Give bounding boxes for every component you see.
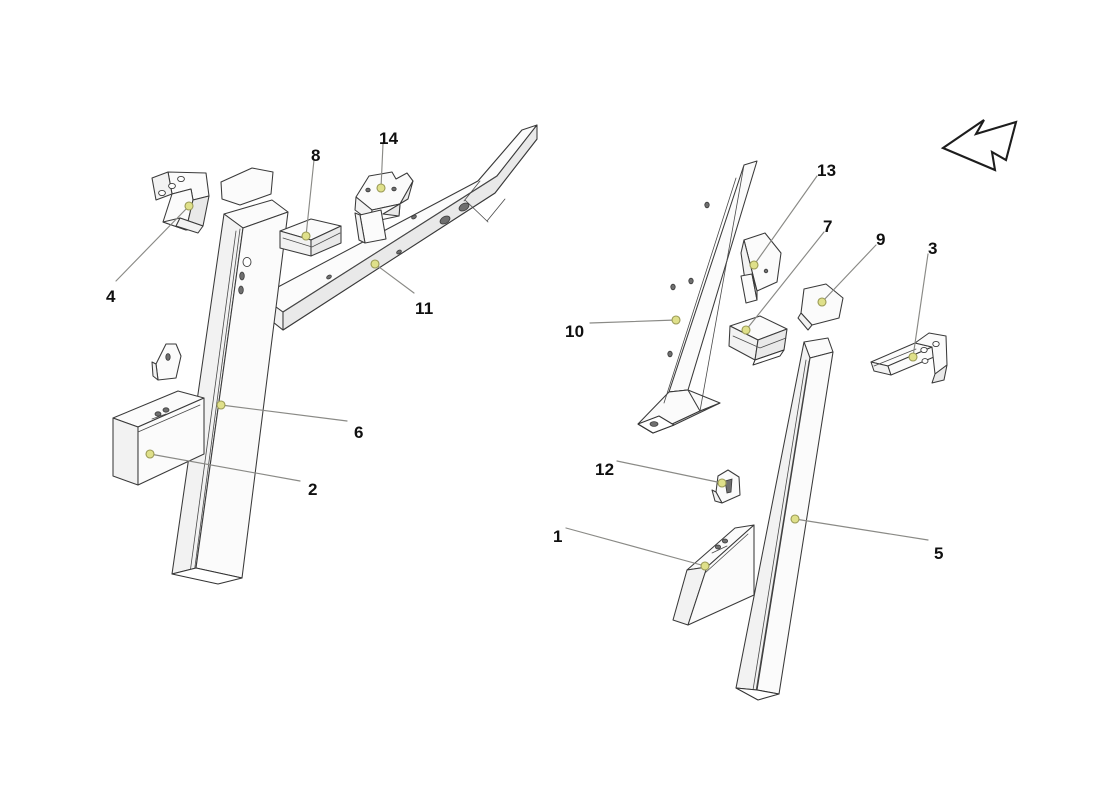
part-4-mounting-bracket-left bbox=[151, 171, 210, 234]
callout-label-13[interactable]: 13 bbox=[817, 161, 837, 180]
part-14-angle-bracket-left bbox=[354, 171, 414, 244]
leader-lines bbox=[115, 143, 929, 567]
callout-dot-5 bbox=[790, 514, 800, 524]
callout-dot-7 bbox=[741, 325, 751, 335]
part-2-reinforcement-plate-left bbox=[112, 390, 205, 486]
callout-dots bbox=[145, 183, 918, 571]
callout-label-10[interactable]: 10 bbox=[565, 322, 585, 341]
leader-11 bbox=[374, 263, 415, 294]
leader-4 bbox=[115, 205, 190, 282]
leader-2 bbox=[149, 453, 301, 482]
callout-dot-12 bbox=[717, 478, 727, 488]
part-7-box-section-spacer-right bbox=[728, 315, 788, 366]
callout-dot-14 bbox=[376, 183, 386, 193]
callout-dot-2 bbox=[145, 449, 155, 459]
callout-dot-1 bbox=[700, 561, 710, 571]
part-1-reinforcement-plate-right bbox=[672, 524, 755, 626]
part-9-cover-plate-right bbox=[797, 283, 844, 331]
callout-dot-3 bbox=[908, 352, 918, 362]
callout-label-8[interactable]: 8 bbox=[311, 146, 321, 165]
leader-13 bbox=[753, 175, 818, 266]
leader-9 bbox=[821, 244, 877, 303]
leader-10 bbox=[589, 319, 677, 324]
callout-dot-10 bbox=[671, 315, 681, 325]
callout-dot-13 bbox=[749, 260, 759, 270]
callout-label-1[interactable]: 1 bbox=[553, 527, 563, 546]
part-13-angle-bracket-right bbox=[740, 232, 782, 304]
callout-label-9[interactable]: 9 bbox=[876, 230, 886, 249]
callout-label-2[interactable]: 2 bbox=[308, 480, 318, 499]
flat-plate-left-unlabelled bbox=[220, 167, 274, 206]
callout-dot-4 bbox=[184, 201, 194, 211]
part-6-side-sill-left bbox=[171, 199, 289, 585]
small-clip-left-unlabelled bbox=[151, 343, 182, 381]
leader-1 bbox=[565, 527, 706, 567]
part-11-longitudinal-member-left bbox=[257, 124, 538, 331]
leader-7 bbox=[745, 231, 825, 331]
callout-dot-6 bbox=[216, 400, 226, 410]
leader-8 bbox=[305, 159, 315, 237]
callout-dot-11 bbox=[370, 259, 380, 269]
leader-6 bbox=[220, 404, 348, 422]
callout-label-11[interactable]: 11 bbox=[415, 299, 434, 318]
leader-5 bbox=[794, 518, 929, 541]
part-5-side-sill-right bbox=[735, 337, 834, 701]
leader-3 bbox=[912, 253, 929, 358]
part-8-box-section-spacer-left bbox=[279, 218, 342, 257]
part-10-longitudinal-member-right bbox=[637, 160, 758, 434]
callout-label-14[interactable]: 14 bbox=[379, 129, 399, 148]
callout-dot-8 bbox=[301, 231, 311, 241]
callout-dot-9 bbox=[817, 297, 827, 307]
callout-label-6[interactable]: 6 bbox=[354, 423, 364, 442]
callout-label-4[interactable]: 4 bbox=[106, 287, 116, 306]
leader-12 bbox=[616, 460, 723, 484]
callout-label-3[interactable]: 3 bbox=[928, 239, 938, 258]
callout-label-5[interactable]: 5 bbox=[934, 544, 944, 563]
callout-label-7[interactable]: 7 bbox=[823, 217, 833, 236]
leader-14 bbox=[380, 143, 384, 189]
callout-label-12[interactable]: 12 bbox=[595, 460, 615, 479]
direction-arrow-icon bbox=[940, 119, 1018, 172]
part-12-small-clip-right bbox=[711, 469, 741, 504]
